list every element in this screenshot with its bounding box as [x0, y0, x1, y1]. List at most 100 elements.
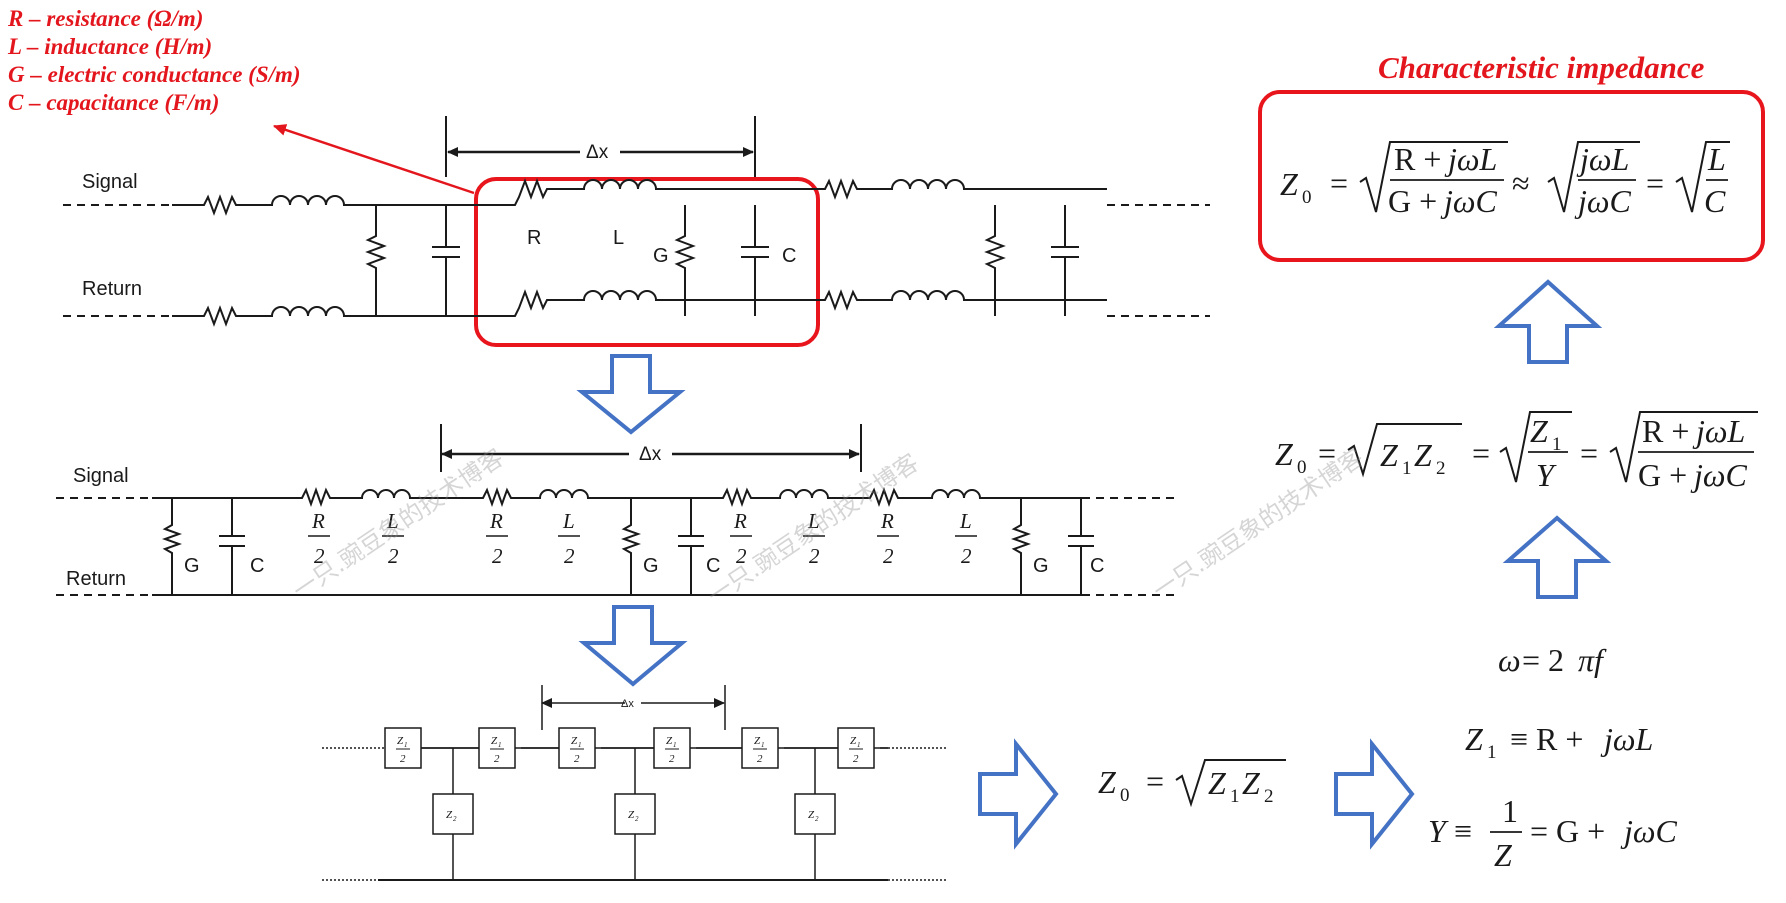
- svg-text:0: 0: [1120, 785, 1130, 806]
- svg-text:2: 2: [883, 544, 894, 568]
- svg-text:jωL: jωL: [1600, 721, 1653, 757]
- d2-r-half-2: R: [489, 509, 503, 533]
- d2-r-half-4: R: [880, 509, 894, 533]
- svg-text:Z: Z: [446, 809, 453, 821]
- svg-text:2: 2: [853, 753, 859, 765]
- d3-z2-box-2: [614, 793, 656, 835]
- svg-text:jωC: jωC: [1620, 813, 1677, 849]
- svg-text:Z: Z: [397, 735, 404, 747]
- d2-c-right: C: [1090, 555, 1104, 577]
- svg-text:Z: Z: [1280, 166, 1299, 202]
- arrow-up-2: [1502, 515, 1612, 599]
- svg-text:Z: Z: [808, 809, 815, 821]
- svg-text:=: =: [1646, 165, 1664, 201]
- d1-dx-label: Δx: [586, 142, 609, 163]
- svg-text:0: 0: [1302, 187, 1312, 208]
- svg-text:Y: Y: [1536, 457, 1557, 493]
- svg-text:jωC: jωC: [1690, 457, 1747, 493]
- svg-text:2: 2: [1436, 458, 1446, 479]
- svg-text:2: 2: [494, 753, 500, 765]
- svg-text:=: =: [1472, 435, 1490, 471]
- svg-text:Z: Z: [1494, 837, 1513, 873]
- svg-text:1: 1: [1487, 742, 1497, 763]
- formula-y: Y ≡ 1 Z = G + jωC: [1428, 793, 1677, 873]
- svg-text:L: L: [1707, 141, 1726, 177]
- svg-text:= 2: = 2: [1522, 642, 1564, 678]
- svg-text:1: 1: [498, 741, 502, 749]
- d2-g-right: G: [1033, 555, 1049, 577]
- svg-text:jωL: jωL: [1444, 141, 1497, 177]
- svg-text:2: 2: [809, 544, 820, 568]
- d2-l-half-2: L: [562, 509, 575, 533]
- svg-text:2: 2: [400, 753, 406, 765]
- d3-z1-box-4: [653, 727, 691, 769]
- d3-z2-box-1: [432, 793, 474, 835]
- formula-omega: ω = 2 πf: [1498, 642, 1607, 678]
- svg-text:Z: Z: [491, 735, 498, 747]
- legend-inductance: L – inductance (H/m): [8, 34, 213, 59]
- svg-text:2: 2: [564, 544, 575, 568]
- svg-text:1: 1: [1502, 793, 1518, 829]
- svg-text:Z: Z: [666, 735, 673, 747]
- svg-text:=: =: [1330, 165, 1348, 201]
- svg-text:0: 0: [1297, 457, 1307, 478]
- svg-text:2: 2: [961, 544, 972, 568]
- d2-return-label: Return: [66, 568, 126, 590]
- d2-r-half-1: R: [311, 509, 325, 533]
- d2-g-mid: G: [643, 555, 659, 577]
- svg-text:≡: ≡: [1454, 813, 1472, 849]
- svg-text:=: =: [1146, 763, 1164, 799]
- arrow-down-1: [576, 354, 686, 435]
- svg-text:2: 2: [736, 544, 747, 568]
- arrow-right-2: [1334, 738, 1415, 850]
- svg-text:2: 2: [453, 815, 457, 823]
- d1-r-label: R: [527, 227, 541, 249]
- svg-text:Y: Y: [1428, 813, 1449, 849]
- d1-g-label: G: [653, 245, 669, 267]
- highlight-box-formula: [1258, 90, 1765, 262]
- arrow-down-2: [578, 605, 688, 687]
- svg-text:Z: Z: [1530, 413, 1549, 449]
- legend-pointer-arrow: [273, 124, 475, 195]
- d2-dx-label: Δx: [639, 444, 662, 465]
- watermark-3: 一只.豌豆象的技术博客: [1148, 443, 1369, 605]
- d3-dx-label: Δx: [621, 698, 634, 710]
- svg-text:Z: Z: [571, 735, 578, 747]
- svg-text:Z: Z: [1414, 437, 1433, 473]
- svg-text:G +: G +: [1638, 457, 1687, 493]
- svg-text:≡ R +: ≡ R +: [1510, 721, 1583, 757]
- svg-text:2: 2: [635, 815, 639, 823]
- d2-r-half-3: R: [733, 509, 747, 533]
- svg-text:2: 2: [1264, 786, 1274, 807]
- svg-text:1: 1: [404, 741, 408, 749]
- svg-text:Z: Z: [1380, 437, 1399, 473]
- d3-z1-box-5: [741, 727, 779, 769]
- d1-return-label: Return: [82, 278, 142, 300]
- svg-text:= G +: = G +: [1530, 813, 1605, 849]
- d2-l-half-3: L: [807, 509, 820, 533]
- svg-text:jωL: jωL: [1576, 141, 1629, 177]
- svg-text:2: 2: [314, 544, 325, 568]
- legend-resistance: R – resistance (Ω/m): [8, 6, 204, 31]
- d2-l-half-4: L: [959, 509, 972, 533]
- svg-text:R +: R +: [1642, 413, 1689, 449]
- svg-text:Z: Z: [1275, 436, 1294, 472]
- arrow-right-1: [978, 738, 1059, 850]
- svg-text:Z: Z: [754, 735, 761, 747]
- svg-text:jωC: jωC: [1574, 183, 1631, 219]
- d3-z1-box-1: [384, 727, 422, 769]
- svg-text:G +: G +: [1388, 183, 1437, 219]
- svg-text:R +: R +: [1394, 141, 1441, 177]
- svg-text:Z: Z: [1098, 764, 1117, 800]
- characteristic-impedance-title: Characteristic impedance: [1378, 50, 1705, 85]
- d1-l-label: L: [613, 227, 624, 249]
- svg-text:Z: Z: [850, 735, 857, 747]
- svg-text:1: 1: [1552, 434, 1562, 455]
- svg-text:=: =: [1318, 435, 1336, 471]
- svg-text:jωL: jωL: [1692, 413, 1745, 449]
